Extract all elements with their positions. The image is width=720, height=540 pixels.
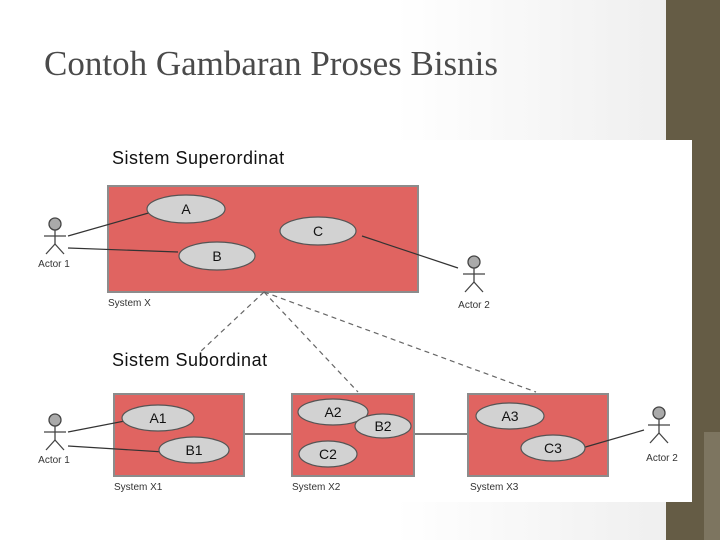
actor-1-bottom-label: Actor 1 [38,455,70,466]
actor-2-bottom-icon [648,406,670,444]
use-case-c3-label: C3 [544,440,562,456]
actor-2-top-label: Actor 2 [458,300,490,311]
link-actor1-b1 [67,445,165,453]
side-accent-bar-lower [704,432,720,540]
use-case-b2: B2 [354,413,412,439]
link-actor1-a [67,211,153,237]
dependency-x-x3 [263,291,537,393]
use-case-c-label: C [313,223,323,239]
use-case-a-label: A [181,201,191,217]
use-case-b2-label: B2 [374,418,391,434]
use-case-b-label: B [212,248,221,264]
actor-2-bottom-label: Actor 2 [646,453,678,464]
use-case-c2: C2 [298,440,358,468]
system-x2-label: System X2 [292,482,341,493]
actor-1-bottom-icon [44,413,66,451]
system-x-label: System X [108,298,151,309]
system-x3-label: System X3 [470,482,519,493]
heading-superordinate: Sistem Superordinat [112,148,285,168]
use-case-a1: A1 [121,404,195,432]
dependency-x-x2 [263,291,359,393]
heading-subordinate: Sistem Subordinat [112,350,268,370]
system-x1-label: System X1 [114,482,163,493]
use-case-a3: A3 [475,402,545,430]
use-case-c2-label: C2 [319,446,337,462]
use-case-a2: A2 [297,398,369,426]
use-case-a3-label: A3 [501,408,518,424]
system-x1-box [113,393,245,477]
use-case-a2-label: A2 [324,404,341,420]
dependency-x-x1 [199,291,265,353]
actor-1-top-icon [44,217,66,255]
use-case-c: C [279,216,357,246]
use-case-diagram: Sistem Superordinat System X A B C Acto [22,140,692,502]
link-actor1-b [67,247,179,253]
use-case-b1: B1 [158,436,230,464]
actor-2-top-icon [463,255,485,293]
use-case-a1-label: A1 [149,410,166,426]
actor-1-top-label: Actor 1 [38,259,70,270]
link-c-actor2 [361,235,459,269]
use-case-b1-label: B1 [185,442,202,458]
slide-title: Contoh Gambaran Proses Bisnis [44,44,499,83]
use-case-c3: C3 [520,434,586,462]
use-case-b: B [178,241,256,271]
link-c3-actor2 [581,429,645,449]
use-case-a: A [146,194,226,224]
